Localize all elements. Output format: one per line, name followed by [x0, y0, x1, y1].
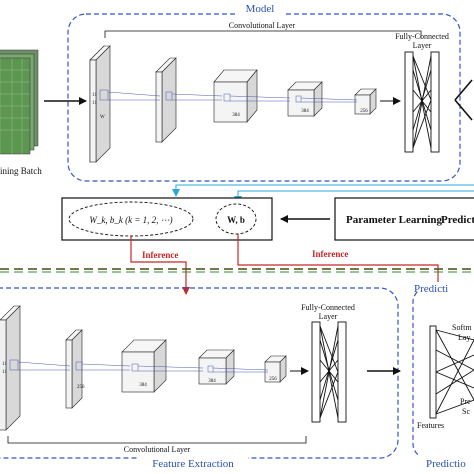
softmax-label-line2: Lay — [458, 333, 470, 342]
training-batch-stack — [0, 49, 39, 155]
block-label-1-small-a: 11 — [92, 93, 97, 98]
feature-extraction-title: Feature Extraction — [152, 458, 234, 470]
pre-label-line2: Sc — [462, 407, 470, 416]
fc-output-line-down — [454, 99, 473, 121]
inference-arrow-right — [237, 234, 442, 293]
fc-layer-bottom — [311, 321, 347, 423]
parameter-learning-box — [334, 197, 474, 241]
fc-label-top-line2: Layer — [413, 41, 432, 50]
conv-layer-label-top: Convolutional Layer — [229, 21, 296, 30]
formula-left: W_k, b_k (k = 1, 2, ⋯) — [89, 215, 172, 225]
features-label: Features — [417, 421, 444, 430]
pre-label-line1: Pre — [460, 397, 471, 406]
formula-right-ellipse — [215, 203, 257, 235]
prediction-title: Predictio — [426, 458, 466, 470]
bottom-block-label-2: 256 — [77, 385, 85, 390]
block-label-3: 384 — [232, 113, 240, 118]
predict-partial-label: Predicti — [441, 214, 474, 226]
bottom-block-label-4: 384 — [208, 379, 216, 384]
block-label-4: 384 — [301, 109, 309, 114]
training-batch-caption: ining Batch — [0, 166, 42, 176]
inference-label-left: Inference — [142, 250, 178, 260]
cnn-blocks-bottom — [0, 305, 287, 431]
kernel-projections-top — [99, 89, 358, 103]
inference-label-right: Inference — [312, 249, 348, 259]
conv-layer-bracket-bottom — [7, 436, 307, 444]
fc-label-bottom-line1: Fully-Connected — [301, 303, 355, 312]
block-label-1-small-b: 11 — [92, 101, 97, 106]
cyan-arrow-1 — [172, 184, 474, 197]
bottom-block-1-small-a: 11 — [2, 362, 7, 367]
bottom-block-label-5: 256 — [269, 377, 277, 382]
block-label-5: 256 — [360, 109, 368, 114]
kernel-projections-bottom — [9, 359, 269, 373]
conv-layer-label-bottom: Convolutional Layer — [124, 445, 191, 454]
bottom-block-1-small-b: 11 — [2, 370, 7, 375]
fc-label-bottom-line2: Layer — [319, 312, 338, 321]
fc-output-line-up — [454, 79, 473, 101]
softmax-label-line1: Softm — [452, 323, 472, 332]
softmax-network — [429, 325, 474, 419]
formula-right: W, b — [227, 215, 245, 225]
parameter-learning-label: Parameter Learning — [346, 214, 443, 226]
model-title: Model — [246, 3, 275, 15]
inference-arrow-left — [130, 236, 190, 295]
prediction-box — [412, 287, 474, 459]
fc-layer-top — [404, 51, 440, 153]
conv-layer-bracket-top — [104, 30, 422, 38]
fc-label-top-line1: Fully-Connected — [395, 32, 449, 41]
block-label-1-w: W — [100, 115, 105, 120]
prediction-top-label: Predicti — [414, 283, 448, 295]
bottom-block-label-3: 384 — [139, 383, 147, 388]
cnn-blocks-top — [89, 45, 377, 163]
